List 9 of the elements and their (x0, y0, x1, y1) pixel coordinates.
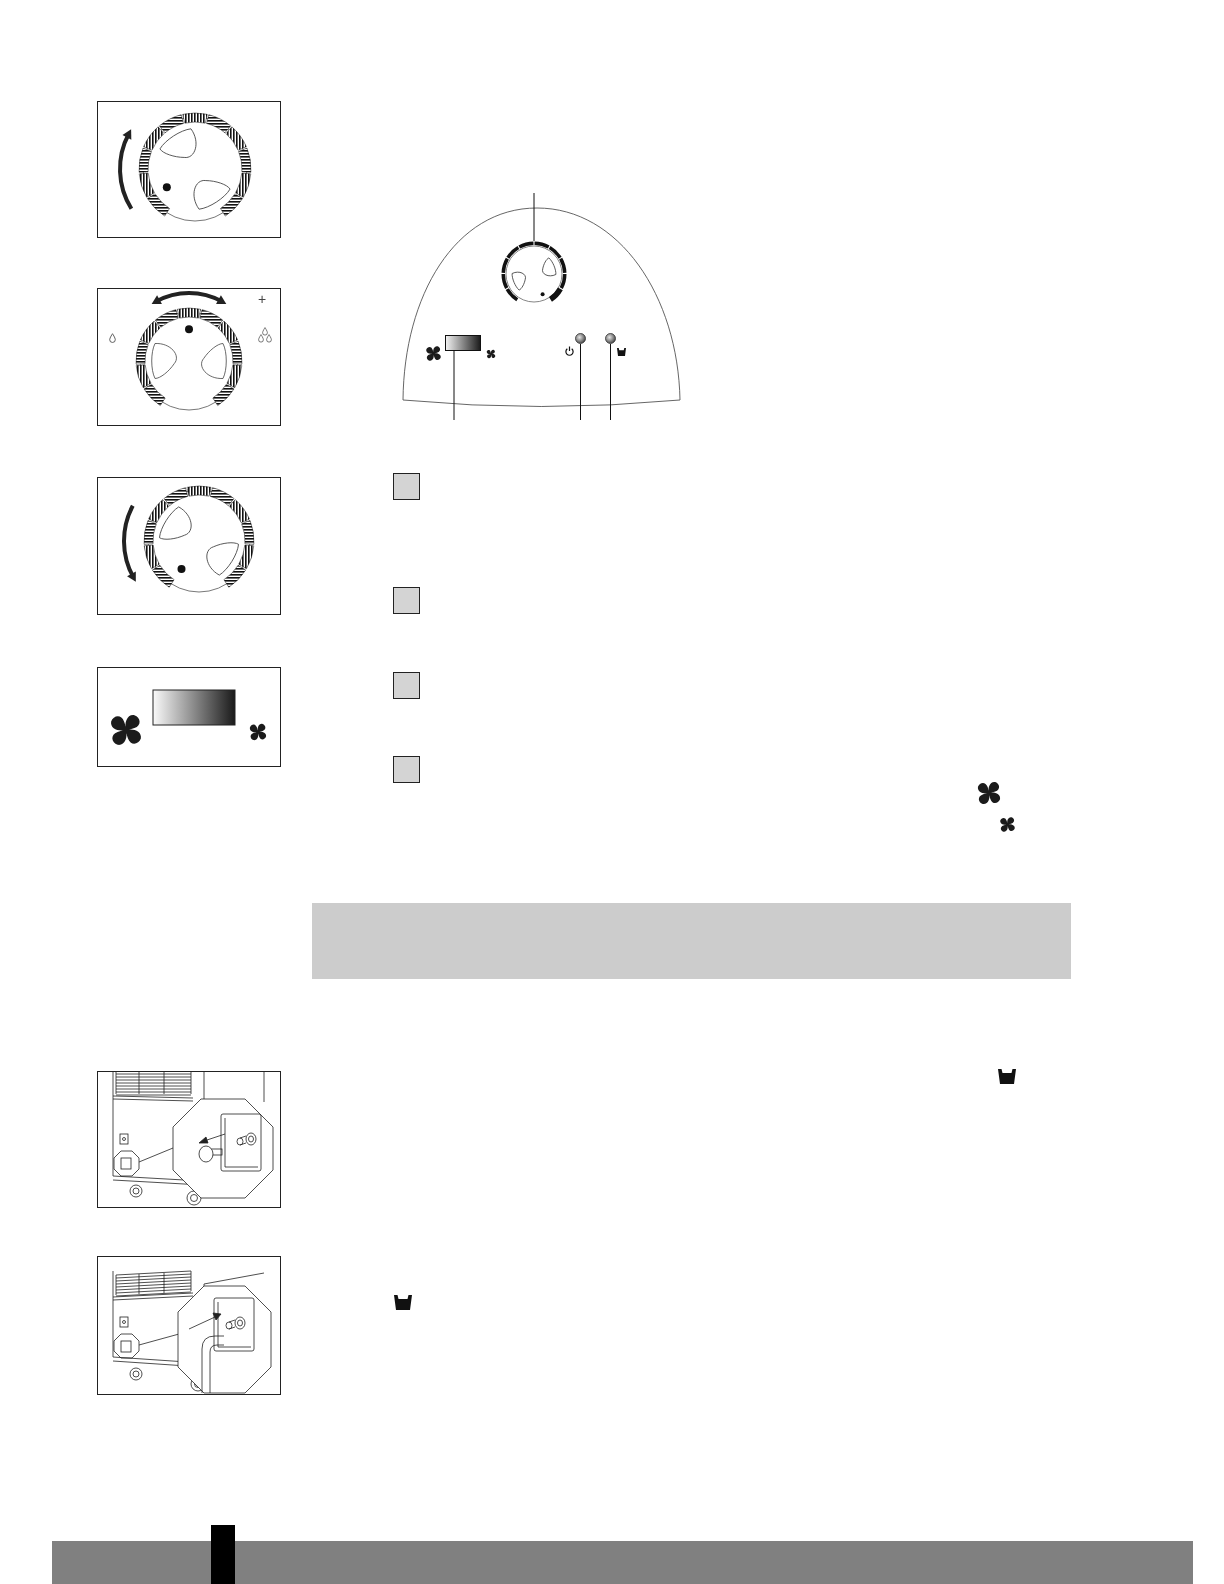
plus-sign-label: + (258, 292, 267, 306)
power-indicator-light (575, 333, 586, 344)
leader-line (610, 343, 611, 421)
tank-indicator-light (605, 333, 616, 344)
note-banner (312, 903, 1071, 979)
slider-switch (445, 335, 481, 351)
leader-line (580, 343, 581, 421)
leader-line (533, 192, 535, 242)
leader-line (453, 350, 455, 421)
